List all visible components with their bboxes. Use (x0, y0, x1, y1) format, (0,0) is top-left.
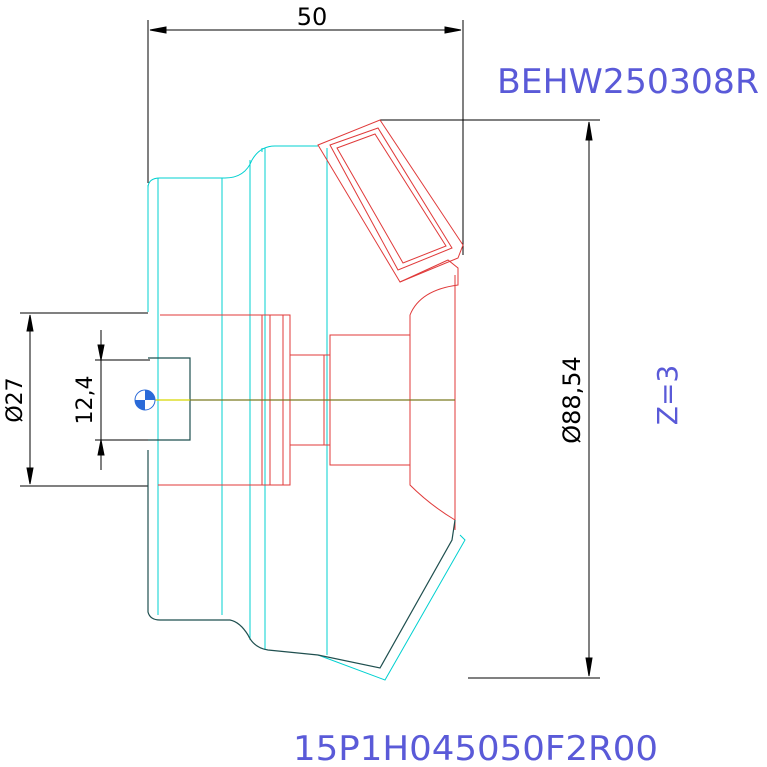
arrow-right (444, 26, 462, 34)
pocket-lower (158, 444, 456, 521)
arrow-top (26, 314, 34, 332)
part-outline (138, 357, 456, 669)
arrow-top (585, 121, 593, 141)
pocket-upper (160, 259, 459, 356)
arrow-top (97, 344, 105, 361)
insert-inner (329, 127, 453, 271)
hub-upper-contour (147, 145, 318, 189)
lower-insert-outline (317, 534, 466, 681)
teeth-count: Z=3 (651, 365, 684, 425)
keyway-profile (148, 357, 191, 441)
bore-diameter-dimension (20, 312, 148, 487)
outer-diameter-dimension (380, 119, 600, 679)
insert-outer (317, 119, 464, 283)
length-dimension (147, 20, 464, 255)
keyway-label: 12,4 (73, 376, 98, 425)
detail-lines (158, 119, 464, 530)
hub-lower-contour (147, 450, 456, 669)
keyway-dimension (95, 330, 150, 470)
length-label: 50 (297, 3, 328, 31)
order-code: 15P1H045050F2R00 (293, 729, 658, 767)
insert-cutting-edge (336, 133, 447, 264)
part-code: BEHW250308R (497, 62, 759, 102)
arrow-bottom (26, 467, 34, 485)
construction-lines (147, 145, 466, 681)
arrow-bottom (97, 439, 105, 456)
bore-diameter-label: Ø27 (3, 377, 28, 422)
outer-diameter-label: Ø88,54 (558, 356, 586, 444)
arrow-left (149, 26, 167, 34)
arrow-bottom (585, 657, 593, 677)
center-mark-icon (134, 389, 156, 411)
